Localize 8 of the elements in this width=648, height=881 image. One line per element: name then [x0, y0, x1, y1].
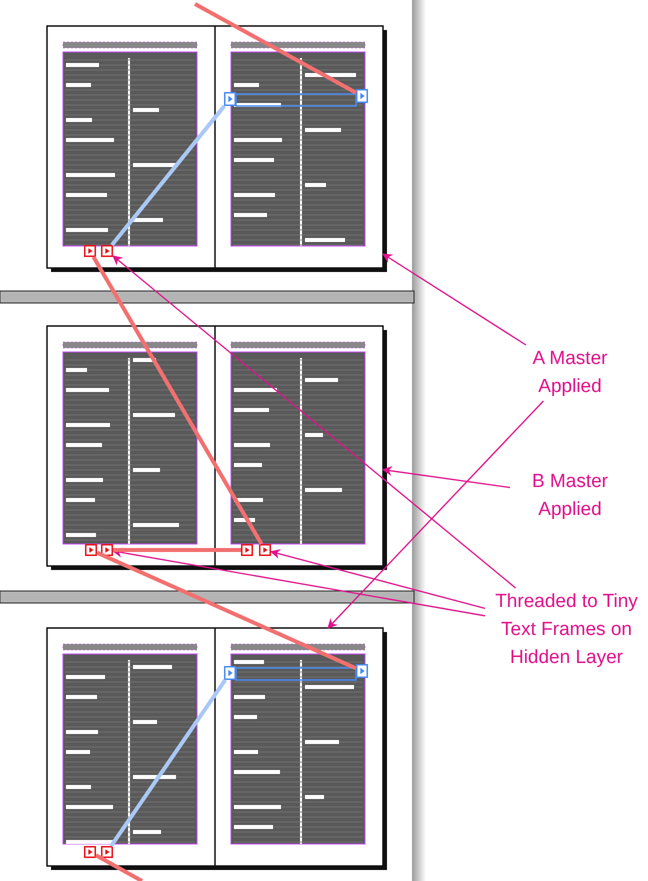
- callout-text: Threaded to Tiny Text Frames on Hidden Layer: [485, 588, 648, 672]
- callout-text: A Master Applied: [505, 345, 635, 401]
- callout-arrow: [270, 549, 486, 610]
- callout-text: B Master Applied: [510, 468, 630, 524]
- callout-arrow: [327, 400, 544, 629]
- callout-arrow: [112, 548, 486, 616]
- callout-arrow: [382, 466, 510, 488]
- callout-arrow: [382, 253, 526, 346]
